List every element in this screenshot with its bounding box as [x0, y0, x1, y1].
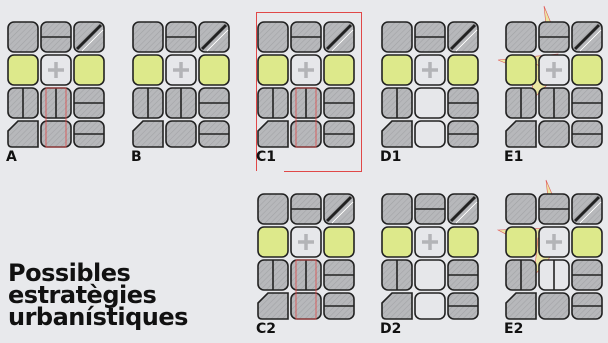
green-space: [382, 227, 412, 257]
title: Possibles estratègies urbanístiques: [8, 262, 188, 328]
building-block: [382, 121, 412, 147]
block-diagram-b: [131, 20, 231, 120]
block-diagram-c2: [256, 192, 356, 292]
green-space: [506, 55, 536, 85]
block-diagram-d2: [380, 192, 480, 292]
building-block: [539, 293, 569, 319]
label-b: B: [131, 150, 142, 164]
block-diagram-e2: [504, 192, 604, 292]
building-block: [133, 22, 163, 52]
block-diagram-a: [6, 20, 106, 120]
label-e1: E1: [504, 150, 523, 164]
building-block: [258, 22, 288, 52]
title-line-3: urbanístiques: [8, 306, 188, 328]
building-block: [258, 194, 288, 224]
label-c1: C1: [256, 150, 276, 164]
green-space: [382, 55, 412, 85]
building-block: [415, 293, 445, 319]
green-space: [506, 227, 536, 257]
building-block: [506, 121, 536, 147]
building-block: [382, 293, 412, 319]
block-diagram-e1: [504, 20, 604, 120]
building-block: [506, 293, 536, 319]
building-block: [506, 194, 536, 224]
green-space: [324, 227, 354, 257]
building-block: [291, 293, 321, 319]
green-space: [324, 55, 354, 85]
building-block: [133, 121, 163, 147]
green-space: [258, 227, 288, 257]
building-block: [415, 88, 445, 118]
block-diagram-c1: [256, 20, 356, 120]
building-block: [415, 260, 445, 290]
green-space: [572, 227, 602, 257]
building-block: [258, 293, 288, 319]
building-block: [415, 121, 445, 147]
building-block: [41, 121, 71, 147]
green-space: [8, 55, 38, 85]
building-block: [291, 121, 321, 147]
label-a: A: [6, 150, 17, 164]
building-block: [8, 121, 38, 147]
building-block: [382, 22, 412, 52]
green-space: [448, 55, 478, 85]
green-space: [448, 227, 478, 257]
label-d1: D1: [380, 150, 401, 164]
block-diagram-d1: [380, 20, 480, 120]
building-block: [539, 121, 569, 147]
green-space: [199, 55, 229, 85]
building-block: [166, 121, 196, 147]
building-block: [506, 22, 536, 52]
green-space: [258, 55, 288, 85]
building-block: [382, 194, 412, 224]
label-d2: D2: [380, 322, 401, 336]
green-space: [572, 55, 602, 85]
label-c2: C2: [256, 322, 276, 336]
building-block: [8, 22, 38, 52]
label-e2: E2: [504, 322, 523, 336]
green-space: [74, 55, 104, 85]
green-space: [133, 55, 163, 85]
